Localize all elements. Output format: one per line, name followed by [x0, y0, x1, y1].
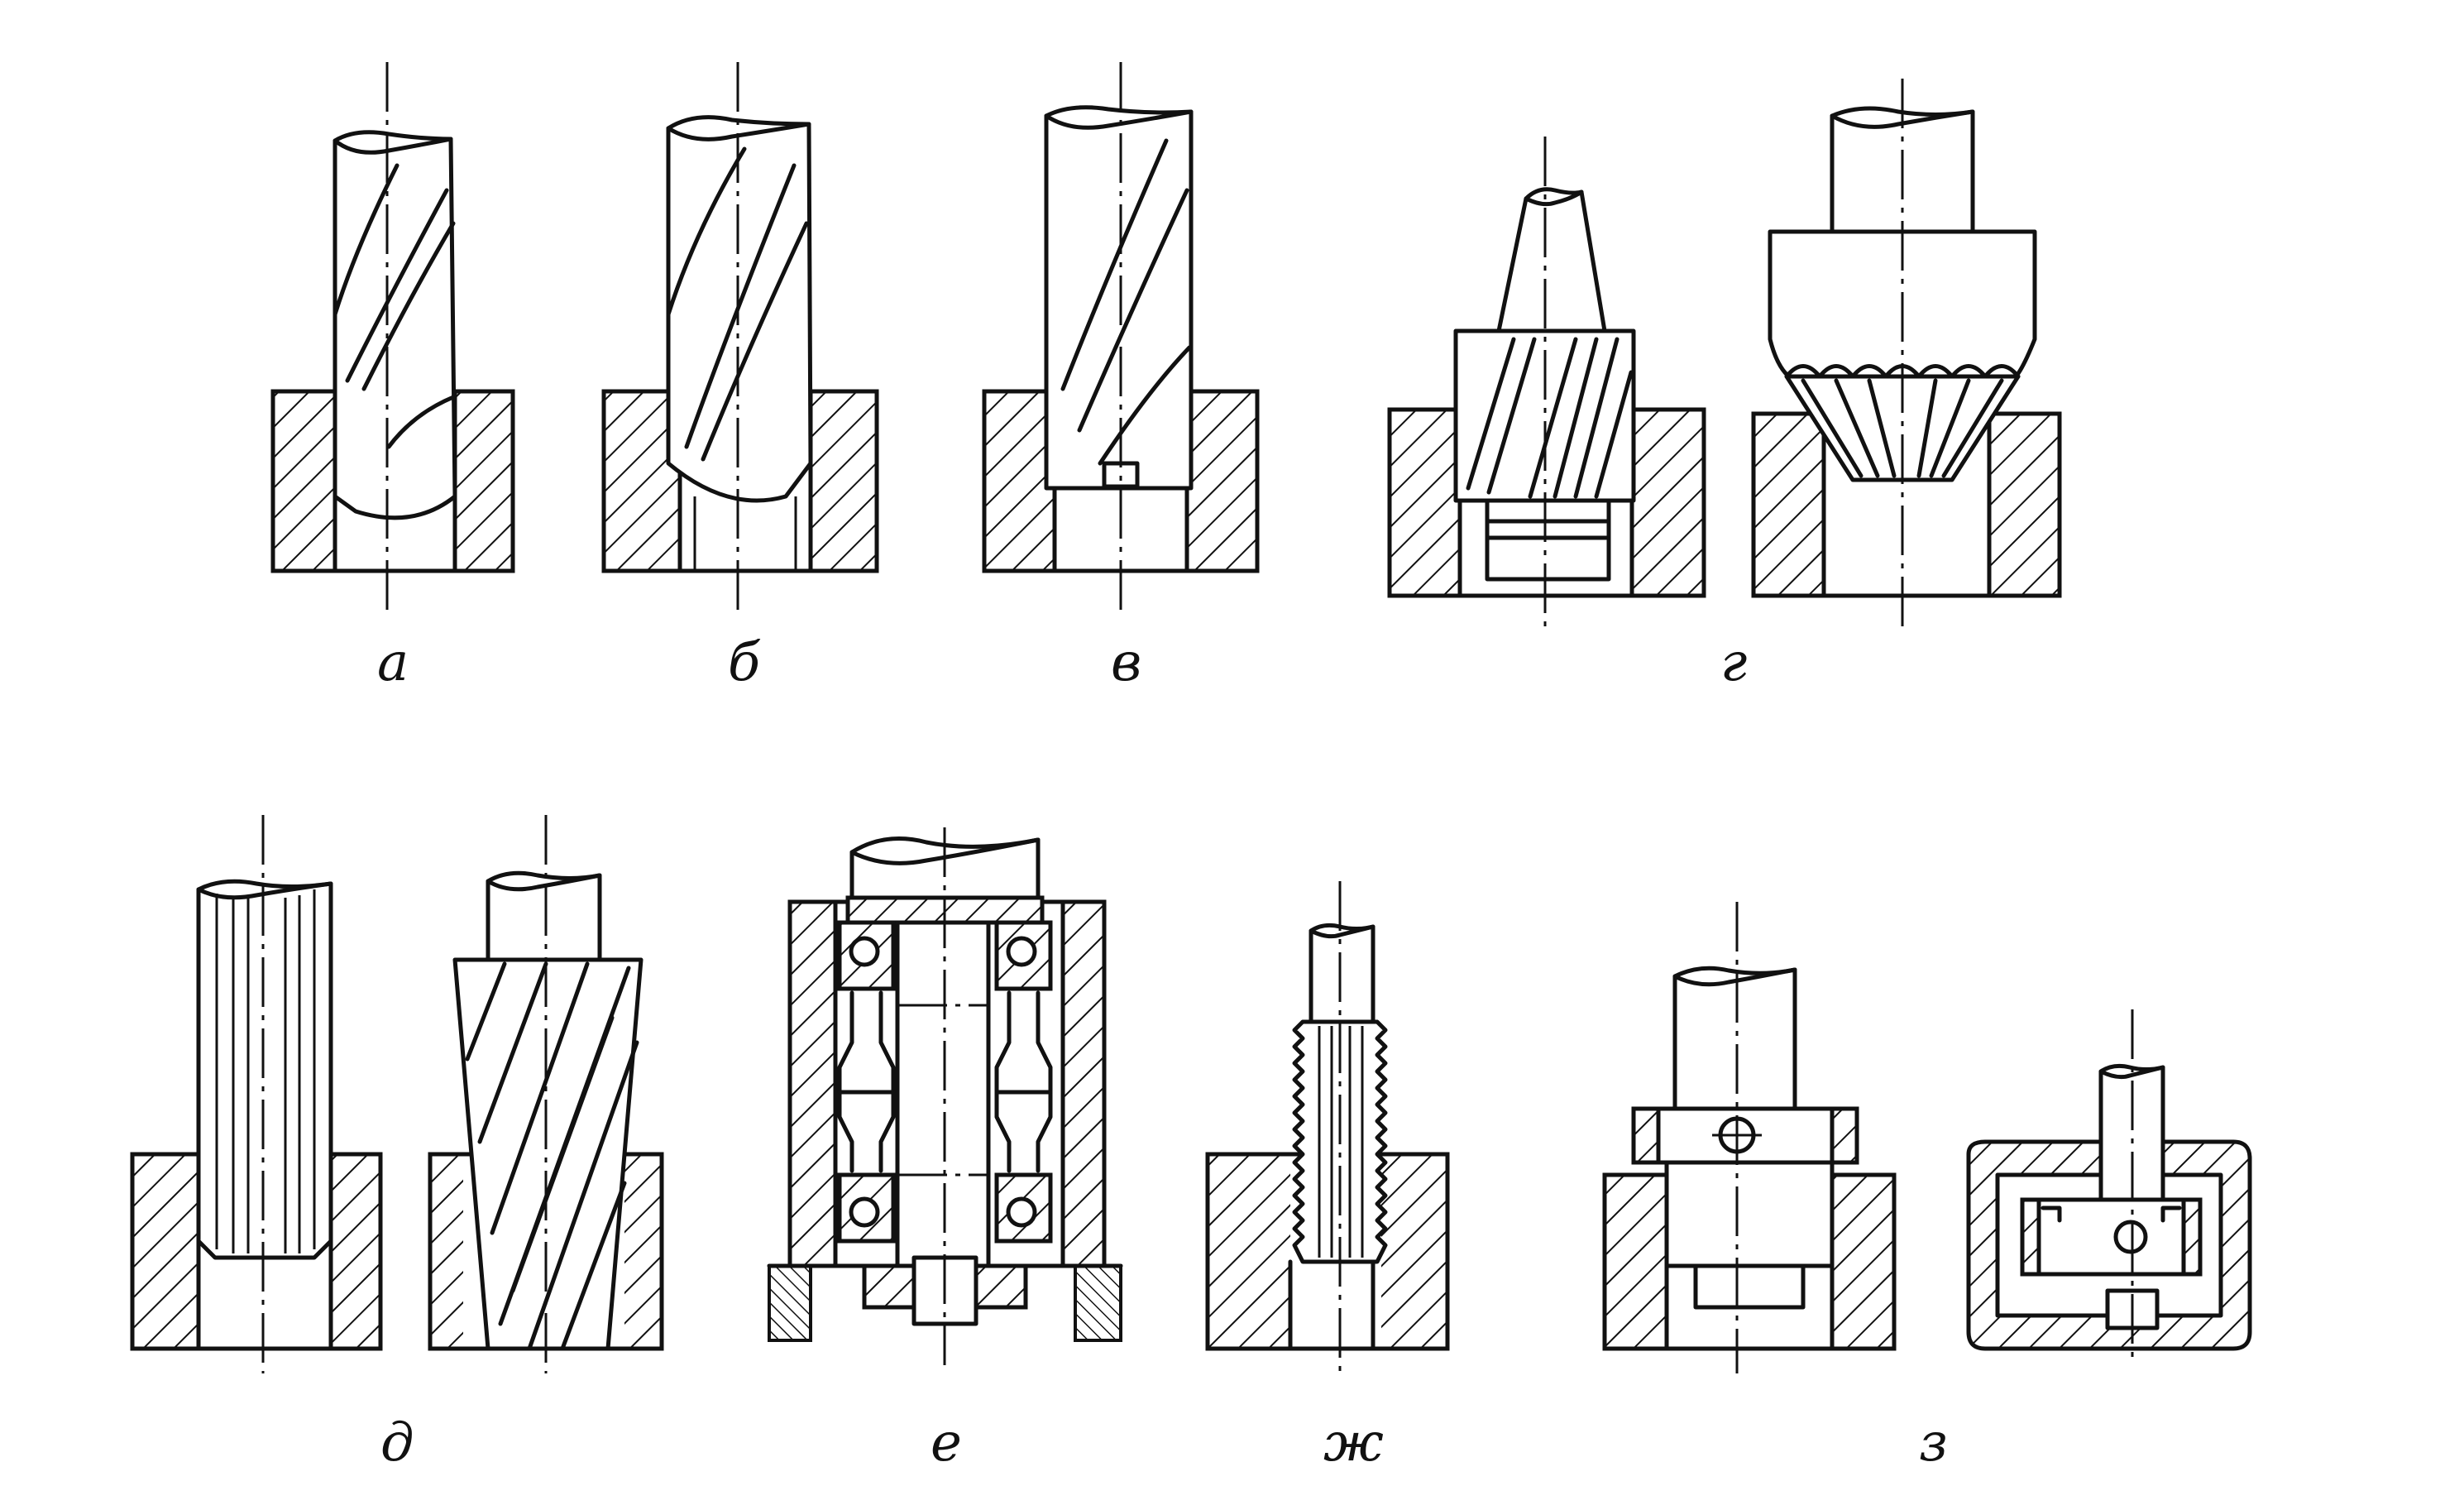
- figure-d-right: д: [380, 815, 664, 1474]
- figure-v: в: [982, 62, 1260, 693]
- figure-g-left: [1387, 137, 1706, 629]
- figure-d-left: [130, 815, 383, 1373]
- label-g: г: [1720, 632, 1747, 693]
- figure-a: а: [270, 62, 515, 693]
- label-e: е: [931, 1412, 962, 1474]
- figure-b: б: [601, 62, 879, 693]
- label-z: з: [1919, 1412, 1948, 1474]
- figure-z-right: з: [1919, 1009, 2252, 1474]
- figure-zh: ж: [1205, 881, 1450, 1474]
- label-v: в: [1111, 632, 1141, 693]
- label-zh: ж: [1323, 1412, 1384, 1474]
- label-b: б: [728, 632, 761, 693]
- figure-z-left: [1602, 902, 1897, 1373]
- label-a: а: [377, 632, 409, 693]
- figure-e: е: [767, 827, 1123, 1474]
- figure-g-right: г: [1720, 79, 2062, 693]
- label-d: д: [380, 1412, 414, 1474]
